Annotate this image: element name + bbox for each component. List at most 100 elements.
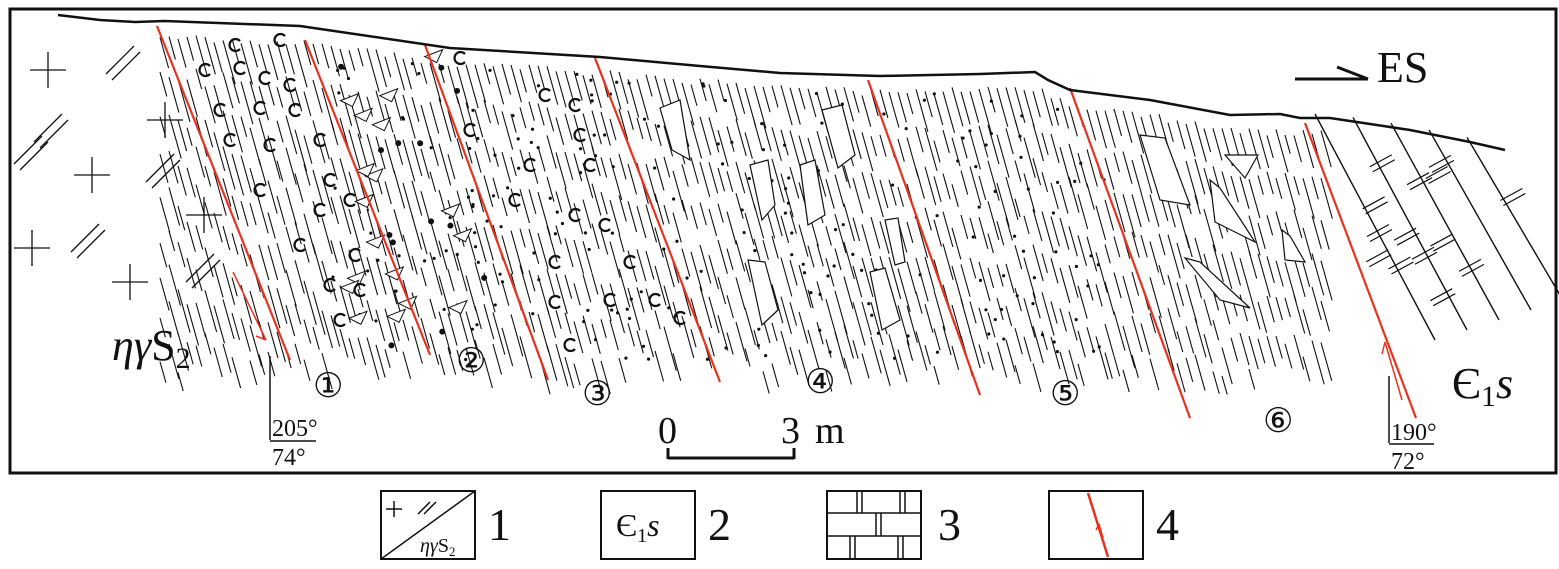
- foliation-dash: [1302, 309, 1311, 336]
- foliation-dash: [888, 256, 902, 300]
- foliation-dash: [726, 248, 734, 271]
- ground-surface: [57, 13, 1506, 152]
- foliation-dash: [843, 276, 854, 309]
- foliation-dash: [312, 244, 325, 283]
- grain-dot: [498, 272, 502, 276]
- foliation-dash: [1257, 301, 1268, 333]
- grain-dot: [470, 188, 474, 193]
- grain-dot: [1031, 302, 1035, 306]
- foliation-dash: [735, 240, 746, 272]
- foliation-dash: [1221, 347, 1233, 385]
- foliation-dash: [618, 357, 627, 383]
- foliation-dash: [186, 304, 200, 346]
- limestone-mark: [1368, 254, 1392, 268]
- foliation-dash: [465, 347, 475, 376]
- foliation-dash: [681, 164, 689, 187]
- foliation-dash: [717, 203, 724, 223]
- foliation-dash: [618, 108, 629, 140]
- foliation-dash: [555, 225, 562, 245]
- shell-mark: [273, 32, 286, 48]
- foliation-dash: [825, 258, 835, 287]
- foliation-dash: [1311, 176, 1319, 200]
- foliation-dash: [1104, 352, 1113, 379]
- foliation-dash: [258, 244, 270, 281]
- limestone-mark: [1406, 172, 1430, 186]
- foliation-dash: [1050, 216, 1060, 247]
- svg-text:205°: 205°: [272, 416, 318, 442]
- foliation-dash: [1059, 184, 1069, 214]
- svg-text:ηγS2: ηγS2: [420, 535, 455, 559]
- foliation-dash: [1140, 192, 1150, 222]
- foliation-dash: [1014, 328, 1023, 355]
- foliation-dash: [1293, 334, 1305, 370]
- foliation-dash: [213, 132, 226, 171]
- foliation-dash: [186, 257, 196, 289]
- clast-triangle: [371, 116, 392, 132]
- foliation-dash: [672, 170, 685, 212]
- grain-dot: [532, 251, 536, 255]
- foliation-dash: [978, 88, 992, 133]
- direction-arrow: [1295, 65, 1369, 81]
- foliation-dash: [330, 315, 341, 347]
- foliation-dash: [1185, 160, 1199, 205]
- svg-text:3: 3: [781, 410, 800, 452]
- foliation-dash: [744, 307, 756, 346]
- grain-dot: [876, 331, 880, 335]
- foliation-dash: [1104, 323, 1115, 356]
- foliation-dash: [582, 240, 593, 273]
- foliation-dash: [915, 168, 925, 199]
- shell-mark: [198, 62, 211, 78]
- grain-dot: [851, 252, 855, 256]
- grain-dot: [473, 231, 477, 235]
- foliation-dash: [708, 208, 718, 237]
- grain-dot: [956, 159, 960, 163]
- foliation-dash: [744, 172, 757, 211]
- grain-dot: [333, 186, 337, 190]
- grain-dot: [578, 171, 583, 175]
- svg-text:74°: 74°: [272, 445, 306, 471]
- foliation-dash: [303, 243, 310, 263]
- grain-dot: [867, 302, 871, 306]
- foliation-dash: [195, 184, 206, 216]
- grain-dot: [331, 275, 335, 279]
- foliation-dash: [420, 62, 428, 84]
- fault-line: [866, 79, 982, 396]
- foliation-dash: [1248, 336, 1259, 370]
- grain-dot: [603, 133, 607, 137]
- foliation-dash: [159, 116, 167, 137]
- shell-mark: [348, 247, 361, 263]
- foliation-dash: [645, 250, 655, 280]
- granite-dash: [70, 223, 100, 253]
- foliation-dash: [717, 276, 727, 305]
- foliation-dash: [1203, 334, 1213, 364]
- limestone-mark: [1431, 159, 1455, 173]
- angular-clast: [884, 217, 906, 266]
- grain-dot: [1019, 155, 1023, 159]
- foliation-dash: [834, 248, 842, 271]
- foliation-dash: [465, 64, 479, 109]
- foliation-dash: [366, 337, 380, 380]
- foliation-dash: [996, 264, 1004, 287]
- grain-dot: [784, 187, 788, 191]
- foliation-dash: [591, 110, 602, 145]
- foliation-dash: [735, 82, 746, 115]
- foliation-dash: [222, 178, 232, 207]
- foliation-dash: [483, 227, 494, 261]
- foliation-dash: [294, 129, 308, 172]
- foliation-dash: [1005, 263, 1015, 294]
- foliation-dash: [177, 289, 191, 333]
- grain-dot: [1012, 234, 1017, 238]
- foliation-dash: [1041, 211, 1055, 253]
- foliation-dash: [186, 127, 193, 147]
- limestone-mark: [1362, 196, 1385, 210]
- foliation-dash: [1032, 158, 1042, 186]
- foliation-dash: [663, 125, 674, 157]
- foliation-dash: [1086, 236, 1098, 272]
- foliation-dash: [1050, 133, 1060, 163]
- foliation-dash: [798, 349, 810, 386]
- foliation-dash: [159, 317, 166, 338]
- foliation-dash: [1104, 157, 1115, 190]
- foliation-dash: [519, 228, 526, 248]
- foliation-dash: [366, 257, 379, 296]
- grain-dot: [530, 127, 535, 131]
